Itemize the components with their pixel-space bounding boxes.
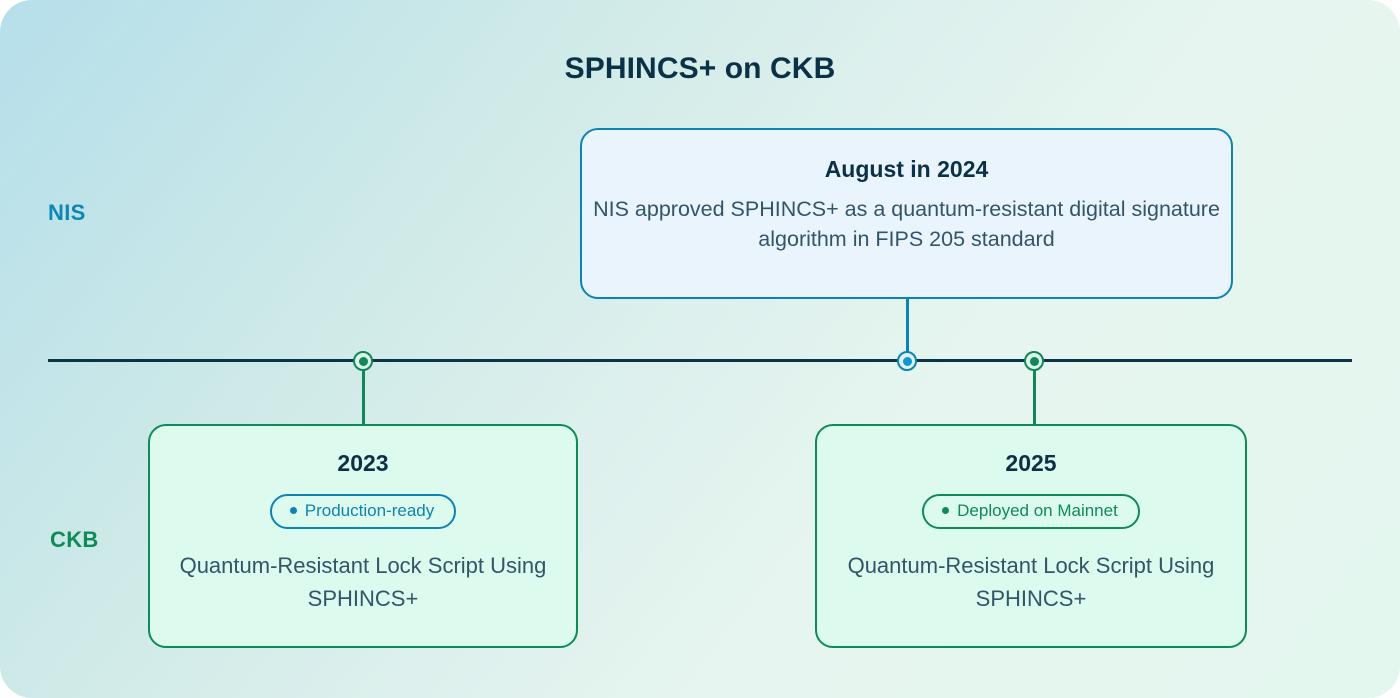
timeline-axis	[48, 359, 1352, 362]
status-badge-deployed-on-mainnet[interactable]: Deployed on Mainnet	[922, 493, 1140, 530]
connector-ckb-2025	[1033, 361, 1036, 425]
card-heading: August in 2024	[824, 156, 989, 182]
lane-label-nis: NIS	[48, 200, 86, 225]
bullet-dot-icon	[942, 507, 950, 515]
status-badge-label: Production-ready	[304, 500, 435, 520]
card-body: NIS approved SPHINCS+ as a quantum-resis…	[593, 196, 1220, 252]
status-badge-production-ready[interactable]: Production-ready	[269, 493, 457, 530]
lane-label-ckb: CKB	[50, 527, 99, 552]
card-body: Quantum-Resistant Lock Script Using SPHI…	[179, 553, 547, 612]
card-heading: 2023	[337, 450, 389, 476]
card-nis-2024[interactable]: August in 2024 NIS approved SPHINCS+ as …	[580, 128, 1233, 299]
badge-row: Deployed on Mainnet	[817, 493, 1245, 530]
bullet-dot-icon	[289, 507, 297, 515]
card-body: Quantum-Resistant Lock Script Using SPHI…	[847, 553, 1215, 612]
timeline-marker-2023[interactable]	[353, 351, 373, 371]
timeline-marker-2024[interactable]	[897, 351, 917, 371]
marker-dot-icon	[1029, 356, 1039, 366]
timeline-marker-2025[interactable]	[1024, 351, 1044, 371]
card-heading: 2025	[1005, 450, 1057, 476]
card-ckb-2025[interactable]: 2025 Deployed on Mainnet Quantum-Resista…	[815, 424, 1247, 648]
connector-nis-2024	[906, 299, 909, 361]
card-ckb-2023[interactable]: 2023 Production-ready Quantum-Resistant …	[148, 424, 578, 648]
status-badge-label: Deployed on Mainnet	[957, 500, 1118, 520]
marker-dot-icon	[358, 356, 368, 366]
badge-row: Production-ready	[150, 493, 576, 530]
marker-dot-icon	[902, 356, 912, 366]
page-title: SPHINCS+ on CKB	[564, 52, 836, 85]
connector-ckb-2023	[362, 361, 365, 425]
